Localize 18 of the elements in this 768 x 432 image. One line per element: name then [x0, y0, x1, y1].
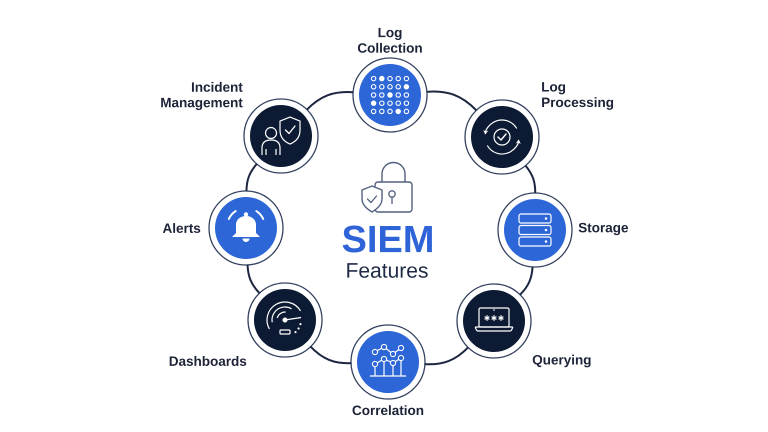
feature-label: Correlation	[352, 405, 424, 416]
feature-label: Storage	[578, 222, 628, 236]
feature-label: Dashboards	[170, 356, 246, 366]
ring-arc	[245, 163, 258, 192]
ring-arc	[310, 346, 352, 364]
feature-label: Log Collection	[358, 28, 422, 53]
feature-label: Alerts	[162, 223, 200, 233]
ring-arc	[524, 164, 536, 194]
subheading: Features	[347, 263, 428, 278]
heading: SIEM	[342, 226, 432, 252]
feature-label: Log Processing	[542, 82, 614, 110]
feature-label: Incident Management	[161, 82, 243, 110]
feature-label: Querying	[532, 354, 591, 368]
ring-arc	[426, 90, 478, 112]
ring-arc	[519, 266, 534, 296]
ring-arc	[424, 346, 469, 366]
ring-arc	[306, 91, 354, 110]
ring-arc	[246, 264, 260, 294]
